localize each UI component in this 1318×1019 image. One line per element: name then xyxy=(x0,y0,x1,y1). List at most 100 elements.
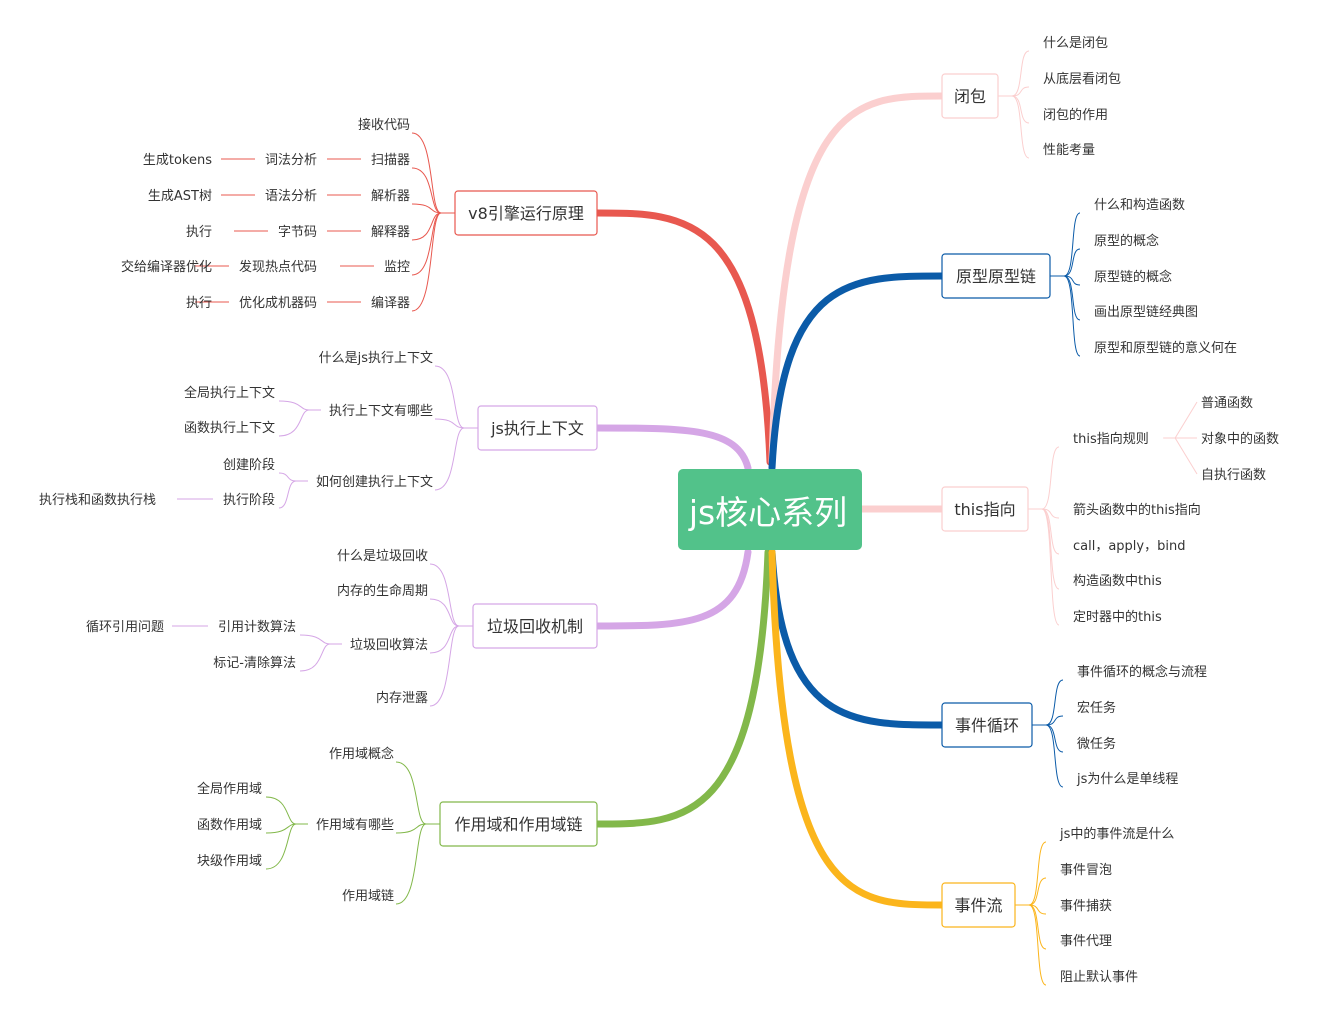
leaf-context-2-0[interactable]: 创建阶段 xyxy=(223,458,275,473)
leaf-context-1[interactable]: 执行上下文有哪些 xyxy=(329,404,433,419)
leaf-scope-1-1[interactable]: 函数作用域 xyxy=(197,818,262,833)
leaf-labels: 接收代码扫描器词法分析生成tokens解析器语法分析生成AST树解释器字节码执行… xyxy=(39,36,1279,985)
leaf-v8-3-0[interactable]: 字节码 xyxy=(278,225,317,240)
branch-node-flow[interactable]: 事件流 xyxy=(941,882,1016,928)
leaf-closure-0[interactable]: 什么是闭包 xyxy=(1043,36,1108,51)
leaf-v8-4-0[interactable]: 发现热点代码 xyxy=(239,259,317,275)
leaf-this-2[interactable]: call，apply，bind xyxy=(1073,539,1185,554)
leaf-gc-2-0[interactable]: 引用计数算法 xyxy=(218,620,296,635)
branch-curve-context xyxy=(593,424,752,472)
branch-node-context[interactable]: js执行上下文 xyxy=(477,405,598,451)
leaf-scope-2[interactable]: 作用域链 xyxy=(342,889,394,904)
leaf-v8-1-0-0[interactable]: 生成tokens xyxy=(143,153,212,168)
leaf-this-0-0[interactable]: 普通函数 xyxy=(1201,396,1253,411)
connector-curve xyxy=(299,634,331,645)
leaf-proto-2[interactable]: 原型链的概念 xyxy=(1094,269,1172,285)
leaf-v8-2[interactable]: 解析器 xyxy=(371,189,410,204)
branch-node-label: 原型原型链 xyxy=(956,267,1036,286)
leaf-loop-3[interactable]: js为什么是单线程 xyxy=(1076,772,1178,787)
leaf-this-3[interactable]: 构造函数中this xyxy=(1073,574,1162,589)
leaf-scope-1-2[interactable]: 块级作用域 xyxy=(197,854,262,869)
branch-node-loop[interactable]: 事件循环 xyxy=(941,702,1033,748)
branch-curve-gc xyxy=(593,548,752,630)
connector-curve xyxy=(411,167,442,214)
leaf-proto-1[interactable]: 原型的概念 xyxy=(1094,233,1159,249)
leaf-v8-4-0-0[interactable]: 交给编译器优化 xyxy=(121,259,212,275)
connector-curve xyxy=(1045,715,1064,726)
leaf-closure-2[interactable]: 闭包的作用 xyxy=(1043,107,1108,123)
branch-curve-flow xyxy=(768,548,946,909)
leaf-v8-5[interactable]: 编译器 xyxy=(371,296,410,311)
leaf-proto-0[interactable]: 什么和构造函数 xyxy=(1094,198,1185,213)
connector-curve xyxy=(1063,275,1081,321)
connector-curve xyxy=(1063,212,1081,277)
leaf-closure-1[interactable]: 从底层看闭包 xyxy=(1043,71,1121,87)
leaf-this-0-1[interactable]: 对象中的函数 xyxy=(1201,431,1279,447)
branch-curve-scope xyxy=(593,548,772,828)
leaf-v8-2-0-0[interactable]: 生成AST树 xyxy=(148,189,212,204)
center-node[interactable]: js核心系列 xyxy=(678,469,862,550)
leaf-context-1-1[interactable]: 函数执行上下文 xyxy=(184,421,275,436)
leaf-scope-1-0[interactable]: 全局作用域 xyxy=(197,781,262,797)
leaf-v8-3-0-0[interactable]: 执行 xyxy=(186,225,212,240)
leaf-context-2[interactable]: 如何创建执行上下文 xyxy=(316,474,433,490)
connector-curve xyxy=(278,409,310,437)
connector-curve xyxy=(1045,679,1064,726)
connector-curve xyxy=(1028,877,1047,906)
branch-node-label: v8引擎运行原理 xyxy=(468,204,584,223)
leaf-this-0[interactable]: this指向规则 xyxy=(1073,431,1149,447)
connector-curve xyxy=(1011,50,1030,97)
branch-node-gc[interactable]: 垃圾回收机制 xyxy=(472,603,598,649)
leaf-gc-0[interactable]: 什么是垃圾回收 xyxy=(337,549,428,564)
leaf-flow-3[interactable]: 事件代理 xyxy=(1060,934,1112,949)
leaf-loop-1[interactable]: 宏任务 xyxy=(1077,700,1116,716)
connector-curve xyxy=(395,823,427,834)
leaf-closure-3[interactable]: 性能考量 xyxy=(1043,143,1095,158)
leaf-gc-2-1[interactable]: 标记-清除算法 xyxy=(213,656,296,671)
leaf-v8-1-0[interactable]: 词法分析 xyxy=(265,153,317,168)
leaf-v8-0[interactable]: 接收代码 xyxy=(358,117,410,133)
connector-curve xyxy=(411,132,442,214)
leaf-this-4[interactable]: 定时器中的this xyxy=(1073,609,1162,625)
connector-curve xyxy=(429,598,460,627)
leaf-v8-2-0[interactable]: 语法分析 xyxy=(265,189,317,204)
leaf-loop-2[interactable]: 微任务 xyxy=(1077,736,1116,752)
connector-curve xyxy=(395,761,427,825)
leaf-flow-2[interactable]: 事件捕获 xyxy=(1060,898,1112,914)
branch-node-label: js执行上下文 xyxy=(490,419,584,438)
leaf-v8-3[interactable]: 解释器 xyxy=(371,225,410,240)
leaf-v8-5-0[interactable]: 优化成机器码 xyxy=(239,296,317,311)
leaf-scope-1[interactable]: 作用域有哪些 xyxy=(316,818,394,833)
branch-node-proto[interactable]: 原型原型链 xyxy=(941,253,1051,299)
branch-node-v8[interactable]: v8引擎运行原理 xyxy=(454,190,598,236)
leaf-v8-4[interactable]: 监控 xyxy=(384,260,410,275)
leaf-gc-2-0-0[interactable]: 循环引用问题 xyxy=(86,620,164,635)
leaf-gc-3[interactable]: 内存泄露 xyxy=(376,690,428,706)
leaf-context-1-0[interactable]: 全局执行上下文 xyxy=(184,385,275,401)
leaf-loop-0[interactable]: 事件循环的概念与流程 xyxy=(1077,664,1207,680)
branch-node-closure[interactable]: 闭包 xyxy=(941,73,999,119)
connector-curve xyxy=(278,472,297,482)
leaf-context-0[interactable]: 什么是js执行上下文 xyxy=(319,351,433,366)
connector-curve xyxy=(1028,841,1047,906)
connector-curve xyxy=(1045,724,1064,788)
connector-curve xyxy=(1028,904,1047,986)
leaf-this-0-2[interactable]: 自执行函数 xyxy=(1201,468,1266,483)
connector-line xyxy=(1174,401,1198,439)
leaf-v8-5-0-0[interactable]: 执行 xyxy=(186,296,212,311)
leaf-this-1[interactable]: 箭头函数中的this指向 xyxy=(1073,502,1201,518)
branch-node-this[interactable]: this指向 xyxy=(941,486,1029,532)
leaf-context-2-1[interactable]: 执行阶段 xyxy=(223,493,275,508)
leaf-flow-4[interactable]: 阻止默认事件 xyxy=(1060,969,1138,985)
leaf-gc-2[interactable]: 垃圾回收算法 xyxy=(350,638,428,653)
leaf-context-2-1-0[interactable]: 执行栈和函数执行栈 xyxy=(39,493,156,508)
leaf-gc-1[interactable]: 内存的生命周期 xyxy=(337,583,428,599)
connector-curve xyxy=(434,427,465,491)
branch-node-scope[interactable]: 作用域和作用域链 xyxy=(439,801,598,847)
leaf-proto-4[interactable]: 原型和原型链的意义何在 xyxy=(1094,340,1237,356)
leaf-scope-0[interactable]: 作用域概念 xyxy=(329,746,394,762)
leaf-flow-0[interactable]: js中的事件流是什么 xyxy=(1059,826,1174,842)
leaf-flow-1[interactable]: 事件冒泡 xyxy=(1060,863,1112,878)
leaf-v8-1[interactable]: 扫描器 xyxy=(371,153,410,168)
leaf-proto-3[interactable]: 画出原型链经典图 xyxy=(1094,305,1198,320)
